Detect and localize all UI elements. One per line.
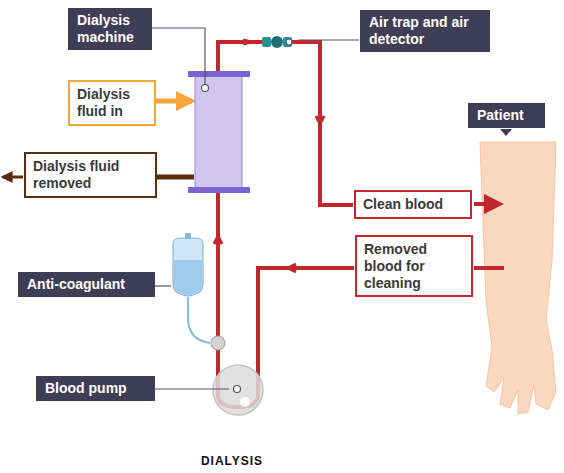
anticoagulant-bag <box>173 238 203 296</box>
label-pointer <box>500 129 512 136</box>
tube-connector <box>211 336 225 350</box>
leader-line <box>155 285 171 286</box>
flow-label-box: Removed blood for cleaning <box>355 235 473 297</box>
label-text: Air trap and air detector <box>369 14 474 48</box>
air-trap-symbol <box>271 36 283 48</box>
dialyser-body <box>195 76 242 188</box>
callout-label: Air trap and air detector <box>360 10 490 52</box>
dialyser-cap <box>188 71 250 77</box>
callout-label: Anti-coagulant <box>18 272 155 297</box>
callout-label: Patient <box>468 103 545 128</box>
leader-dot <box>202 85 209 92</box>
label-text: Removed blood for cleaning <box>364 241 464 291</box>
fluid-in-arrow <box>156 99 192 104</box>
fluid-out-arrow <box>3 176 23 179</box>
flow-label-box: Dialysis fluid removed <box>24 152 157 198</box>
leader-line <box>151 28 205 85</box>
flow-arrow <box>243 40 251 44</box>
flow-label-box: Dialysis fluid in <box>68 80 156 126</box>
anticoagulant-tube <box>188 297 210 343</box>
label-text: Blood pump <box>45 380 146 397</box>
blood-tube <box>218 42 262 75</box>
figure-caption: DIALYSIS <box>0 454 464 468</box>
callout-label: Dialysis machine <box>68 8 152 50</box>
leader-line <box>155 388 229 389</box>
flow-arrow <box>214 236 222 244</box>
fluid-out-line <box>157 175 194 180</box>
blood-pump <box>213 365 263 415</box>
dialyser-cap <box>188 187 250 193</box>
air-trap-symbol <box>262 37 271 47</box>
air-trap-symbol <box>283 37 292 47</box>
label-text: Dialysis machine <box>77 12 143 46</box>
label-text: Anti-coagulant <box>27 276 146 293</box>
pump-roller <box>240 397 250 407</box>
flow-arrow <box>288 264 296 272</box>
label-text: Dialysis fluid in <box>77 86 147 120</box>
flow-label-box: Clean blood <box>354 190 472 219</box>
label-text: Clean blood <box>363 196 463 213</box>
blood-tube <box>292 42 353 205</box>
blood-to-patient <box>474 202 500 206</box>
bag-hanger <box>185 233 191 239</box>
label-text: Dialysis fluid removed <box>33 158 148 192</box>
patient-arm <box>480 142 556 414</box>
label-text: Patient <box>477 107 536 124</box>
leader-line <box>298 39 359 40</box>
flow-arrow <box>316 116 324 124</box>
bag-fluid <box>174 260 202 295</box>
leader-dot <box>234 386 241 393</box>
callout-label: Blood pump <box>36 376 155 401</box>
blood-from-patient <box>474 266 504 270</box>
leader-dot <box>286 39 292 45</box>
